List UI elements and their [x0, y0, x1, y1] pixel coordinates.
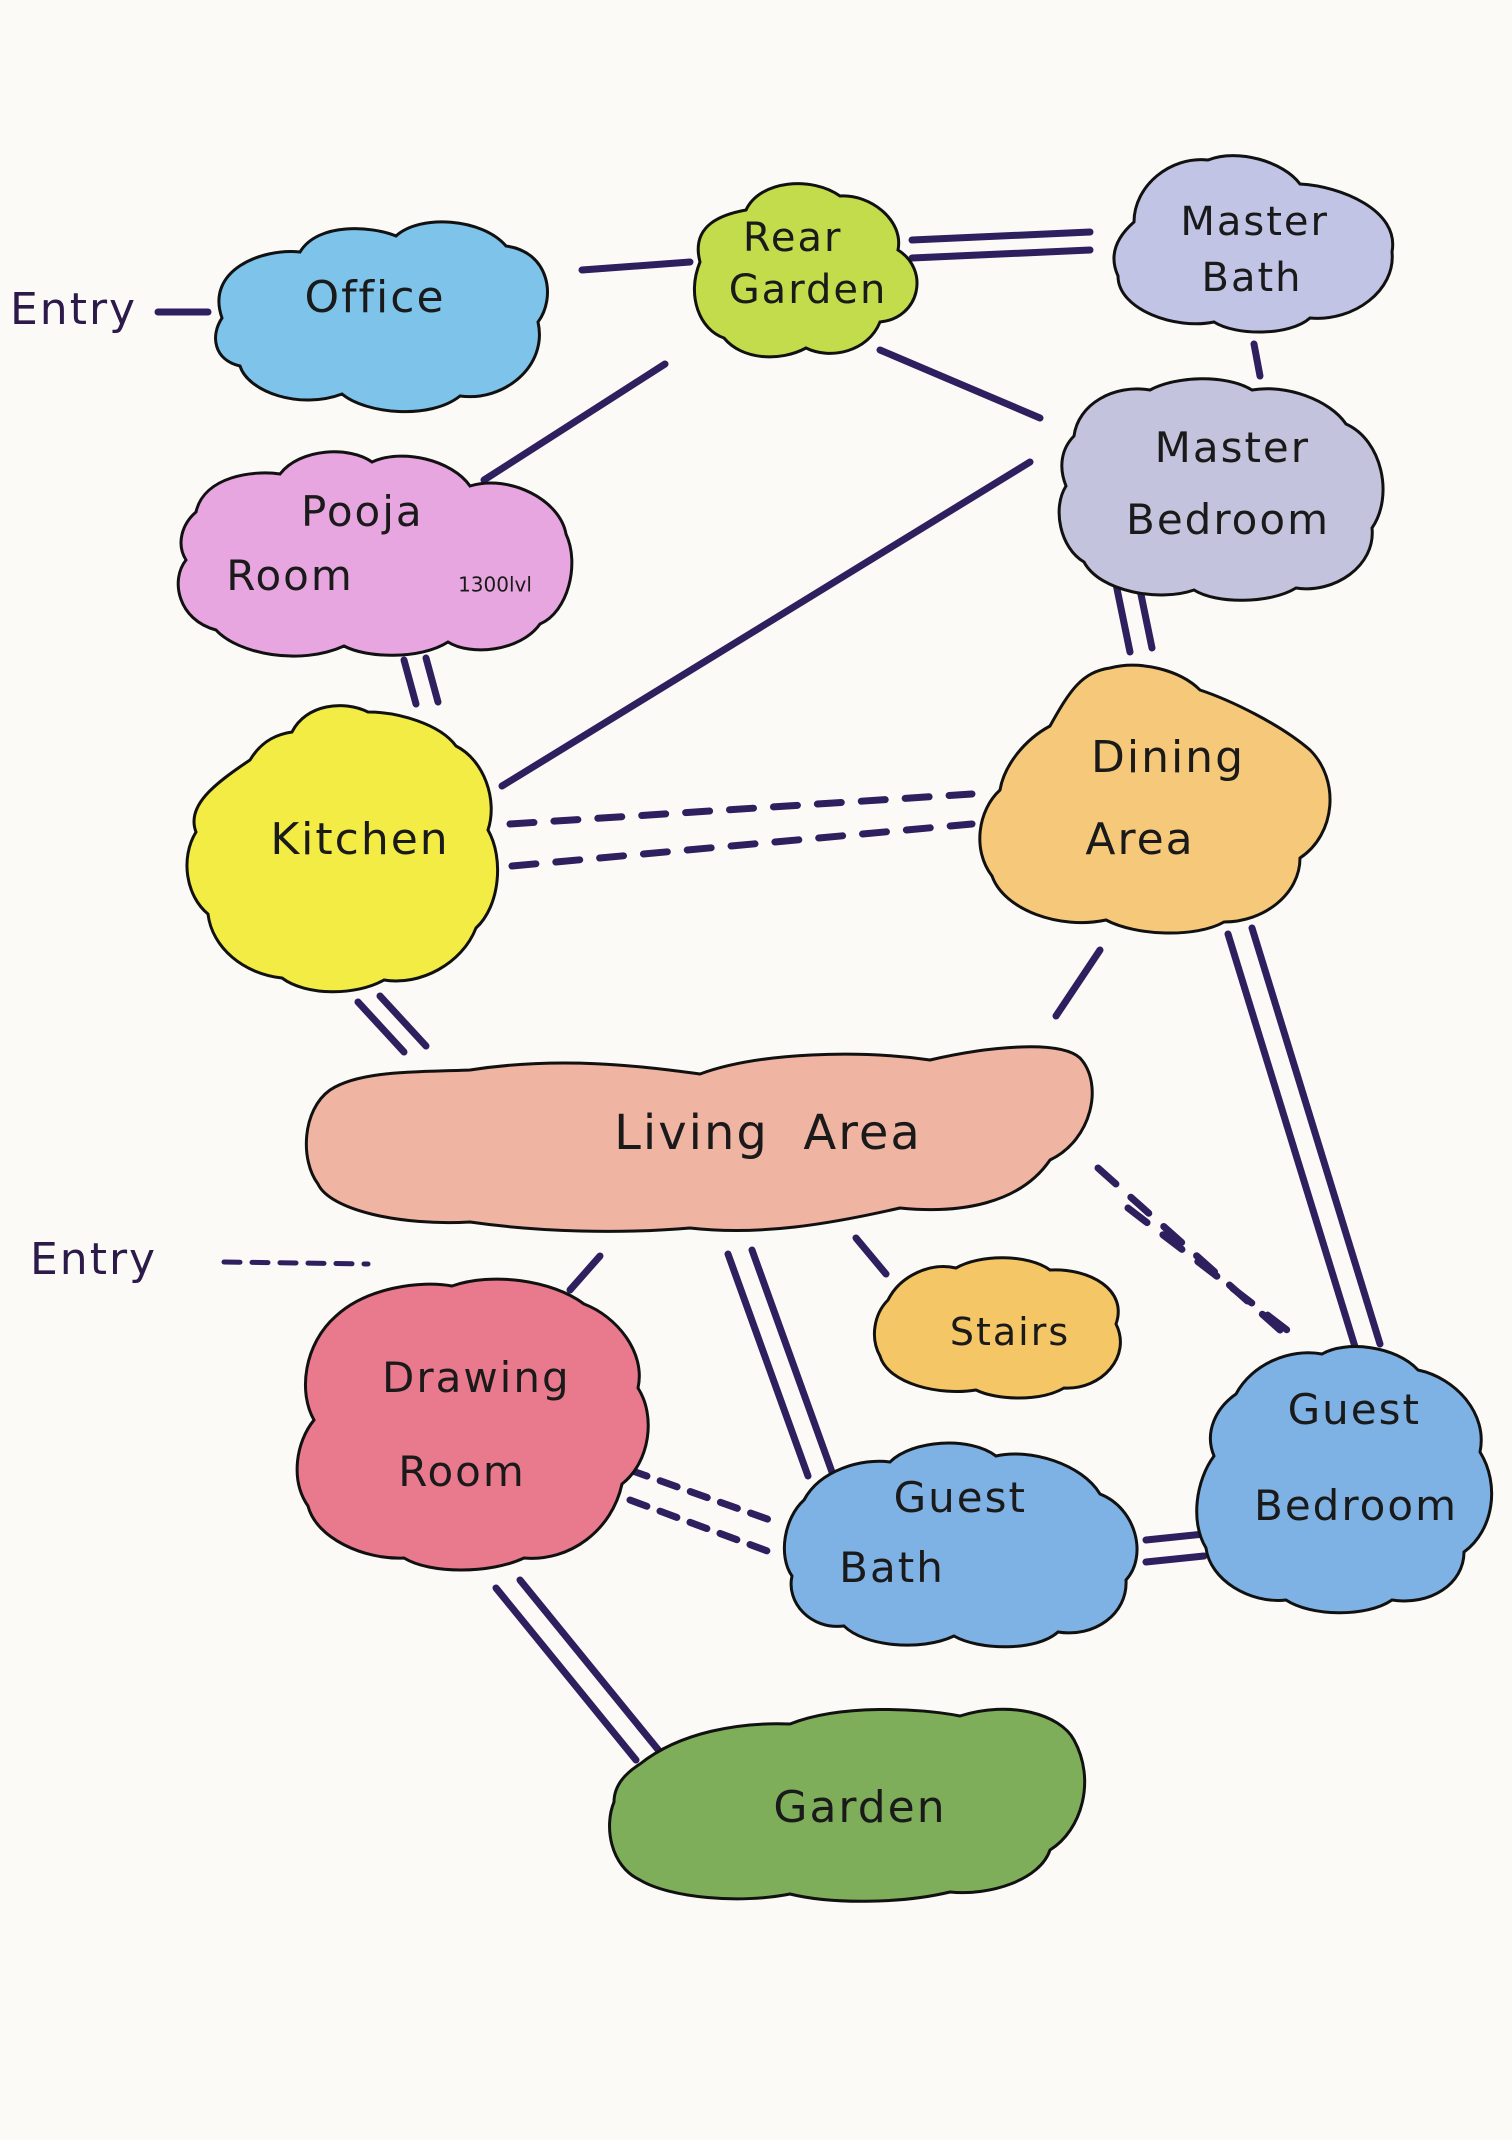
link-dining-guest-bedroom-a [1224, 930, 1360, 1354]
link-drawing-garden-a [492, 1584, 640, 1764]
room-living-area-label: Living Area [614, 1105, 922, 1161]
link-pooja-kitchen-a [400, 656, 420, 708]
room-master-bedroom-shape [1057, 377, 1385, 602]
room-guest-bath-label: Guest Bath [839, 1473, 1042, 1592]
link-living-stairs [852, 1234, 890, 1278]
link-drawing-guest-bath-dashed-b [626, 1496, 774, 1556]
link-rear-garden-master-bath-a [908, 228, 1094, 244]
link-kitchen-master-bedroom [498, 458, 1034, 790]
link-kitchen-living-a [354, 998, 408, 1056]
entry-drawing-label: Entry [30, 1234, 157, 1285]
room-master-bath-shape [1112, 154, 1395, 334]
link-master-bedroom-dining-a [1112, 580, 1134, 656]
room-rear-garden[interactable]: Rear Garden [692, 182, 919, 359]
room-guest-bath-shape [782, 1441, 1139, 1649]
link-rear-garden-master-bath-b [908, 246, 1094, 262]
link-rear-garden-master-bedroom [876, 346, 1044, 422]
link-rear-garden-pooja [480, 360, 669, 484]
room-kitchen[interactable]: Kitchen [185, 704, 500, 994]
room-living-area[interactable]: Living Area [304, 1045, 1094, 1233]
link-kitchen-living-b [376, 992, 430, 1050]
room-pooja-room[interactable]: Pooja Room 1300lvl [176, 450, 574, 658]
link-living-guest-bath-a [724, 1250, 812, 1480]
link-master-bath-master-bedroom [1250, 340, 1264, 380]
room-stairs-shape [873, 1256, 1122, 1400]
room-rear-garden-shape [692, 182, 919, 359]
link-drawing-garden-b [516, 1576, 664, 1756]
room-guest-bedroom-shape [1195, 1345, 1494, 1615]
link-entry-drawing-dashed [221, 1259, 371, 1267]
room-office-label: Office [304, 272, 445, 323]
room-master-bedroom[interactable]: Master Bedroom [1057, 377, 1385, 602]
room-drawing-room-shape [295, 1277, 650, 1572]
room-guest-bedroom-label: Guest Bedroom [1254, 1385, 1458, 1530]
link-guest-bath-guest-bedroom-a [1142, 1530, 1208, 1544]
link-office-rear-garden [578, 258, 694, 274]
link-kitchen-dining-dashed-b [508, 820, 976, 870]
room-master-bedroom-label: Master Bedroom [1126, 423, 1330, 544]
room-garden-label: Garden [773, 1782, 946, 1833]
room-drawing-room-label: Drawing Room [382, 1353, 586, 1496]
room-stairs-label: Stairs [950, 1310, 1070, 1354]
link-dining-living [1052, 946, 1104, 1020]
room-dining-area[interactable]: Dining Area [978, 663, 1332, 935]
room-dining-area-shape [978, 663, 1332, 935]
entry-office-label: Entry [10, 284, 137, 335]
room-guest-bath[interactable]: Guest Bath [782, 1441, 1139, 1649]
room-rear-garden-label: Rear Garden [729, 215, 888, 313]
link-drawing-guest-bath-dashed-a [626, 1466, 774, 1524]
room-drawing-room[interactable]: Drawing Room [295, 1277, 650, 1572]
link-living-guest-bedroom-dashed-b [1124, 1204, 1304, 1344]
room-garden[interactable]: Garden [608, 1707, 1087, 1903]
room-garden-shape [608, 1707, 1087, 1903]
link-living-guest-bath-b [748, 1246, 836, 1476]
room-bubbles: Office Rear Garden Master Bath Pooja Roo… [176, 154, 1494, 1903]
link-kitchen-dining-dashed-a [506, 790, 976, 828]
link-dining-guest-bedroom-b [1248, 924, 1384, 1348]
room-office-shape [214, 220, 549, 414]
room-kitchen-shape [185, 704, 500, 994]
room-dining-area-label: Dining Area [1085, 732, 1261, 865]
link-pooja-kitchen-b [422, 654, 442, 706]
pooja-note: 1300lvl [458, 573, 532, 597]
room-kitchen-label: Kitchen [270, 814, 449, 865]
room-master-bath[interactable]: Master Bath [1112, 154, 1395, 334]
link-living-drawing [566, 1252, 604, 1294]
room-stairs[interactable]: Stairs [873, 1256, 1122, 1400]
room-living-area-shape [304, 1045, 1094, 1233]
room-pooja-room-label: Pooja Room [226, 487, 439, 600]
room-master-bath-label: Master Bath [1180, 199, 1343, 301]
room-pooja-room-shape [176, 450, 574, 658]
room-office[interactable]: Office [214, 220, 549, 414]
room-guest-bedroom[interactable]: Guest Bedroom [1195, 1345, 1494, 1615]
link-guest-bath-guest-bedroom-b [1142, 1552, 1208, 1566]
